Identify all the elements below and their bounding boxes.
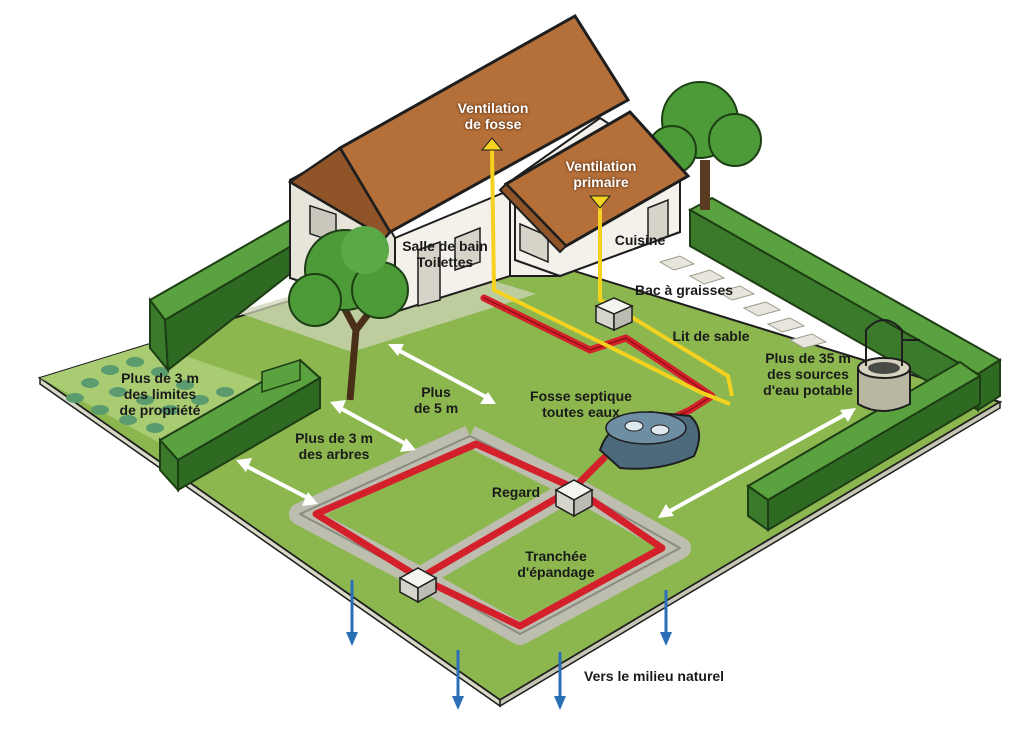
- label-bac-graisses: Bac à graisses: [634, 282, 734, 298]
- regard-box-center: [554, 479, 594, 518]
- neighbour-garden: [40, 344, 262, 444]
- regard-box-front: [398, 567, 438, 604]
- grease-trap: [594, 297, 634, 332]
- vent-primaire-cap: [588, 195, 612, 209]
- label-cuisine: Cuisine: [614, 232, 666, 248]
- vent-fosse-cap: [480, 137, 504, 151]
- label-regard: Regard: [491, 484, 541, 500]
- paving-stones: [658, 255, 828, 349]
- label-lit-sable: Lit de sable: [672, 328, 750, 344]
- hedge-property-limit: [158, 358, 322, 493]
- hedge-front-right: [746, 360, 982, 532]
- tree-front: [288, 226, 409, 401]
- distance-arrows: [236, 344, 856, 518]
- tree-back-right: [647, 81, 762, 210]
- label-milieu-naturel: Vers le milieu naturel: [584, 668, 725, 684]
- drainage-arrows: [346, 580, 672, 710]
- septic-tank: [598, 410, 701, 470]
- water-well: [857, 319, 920, 412]
